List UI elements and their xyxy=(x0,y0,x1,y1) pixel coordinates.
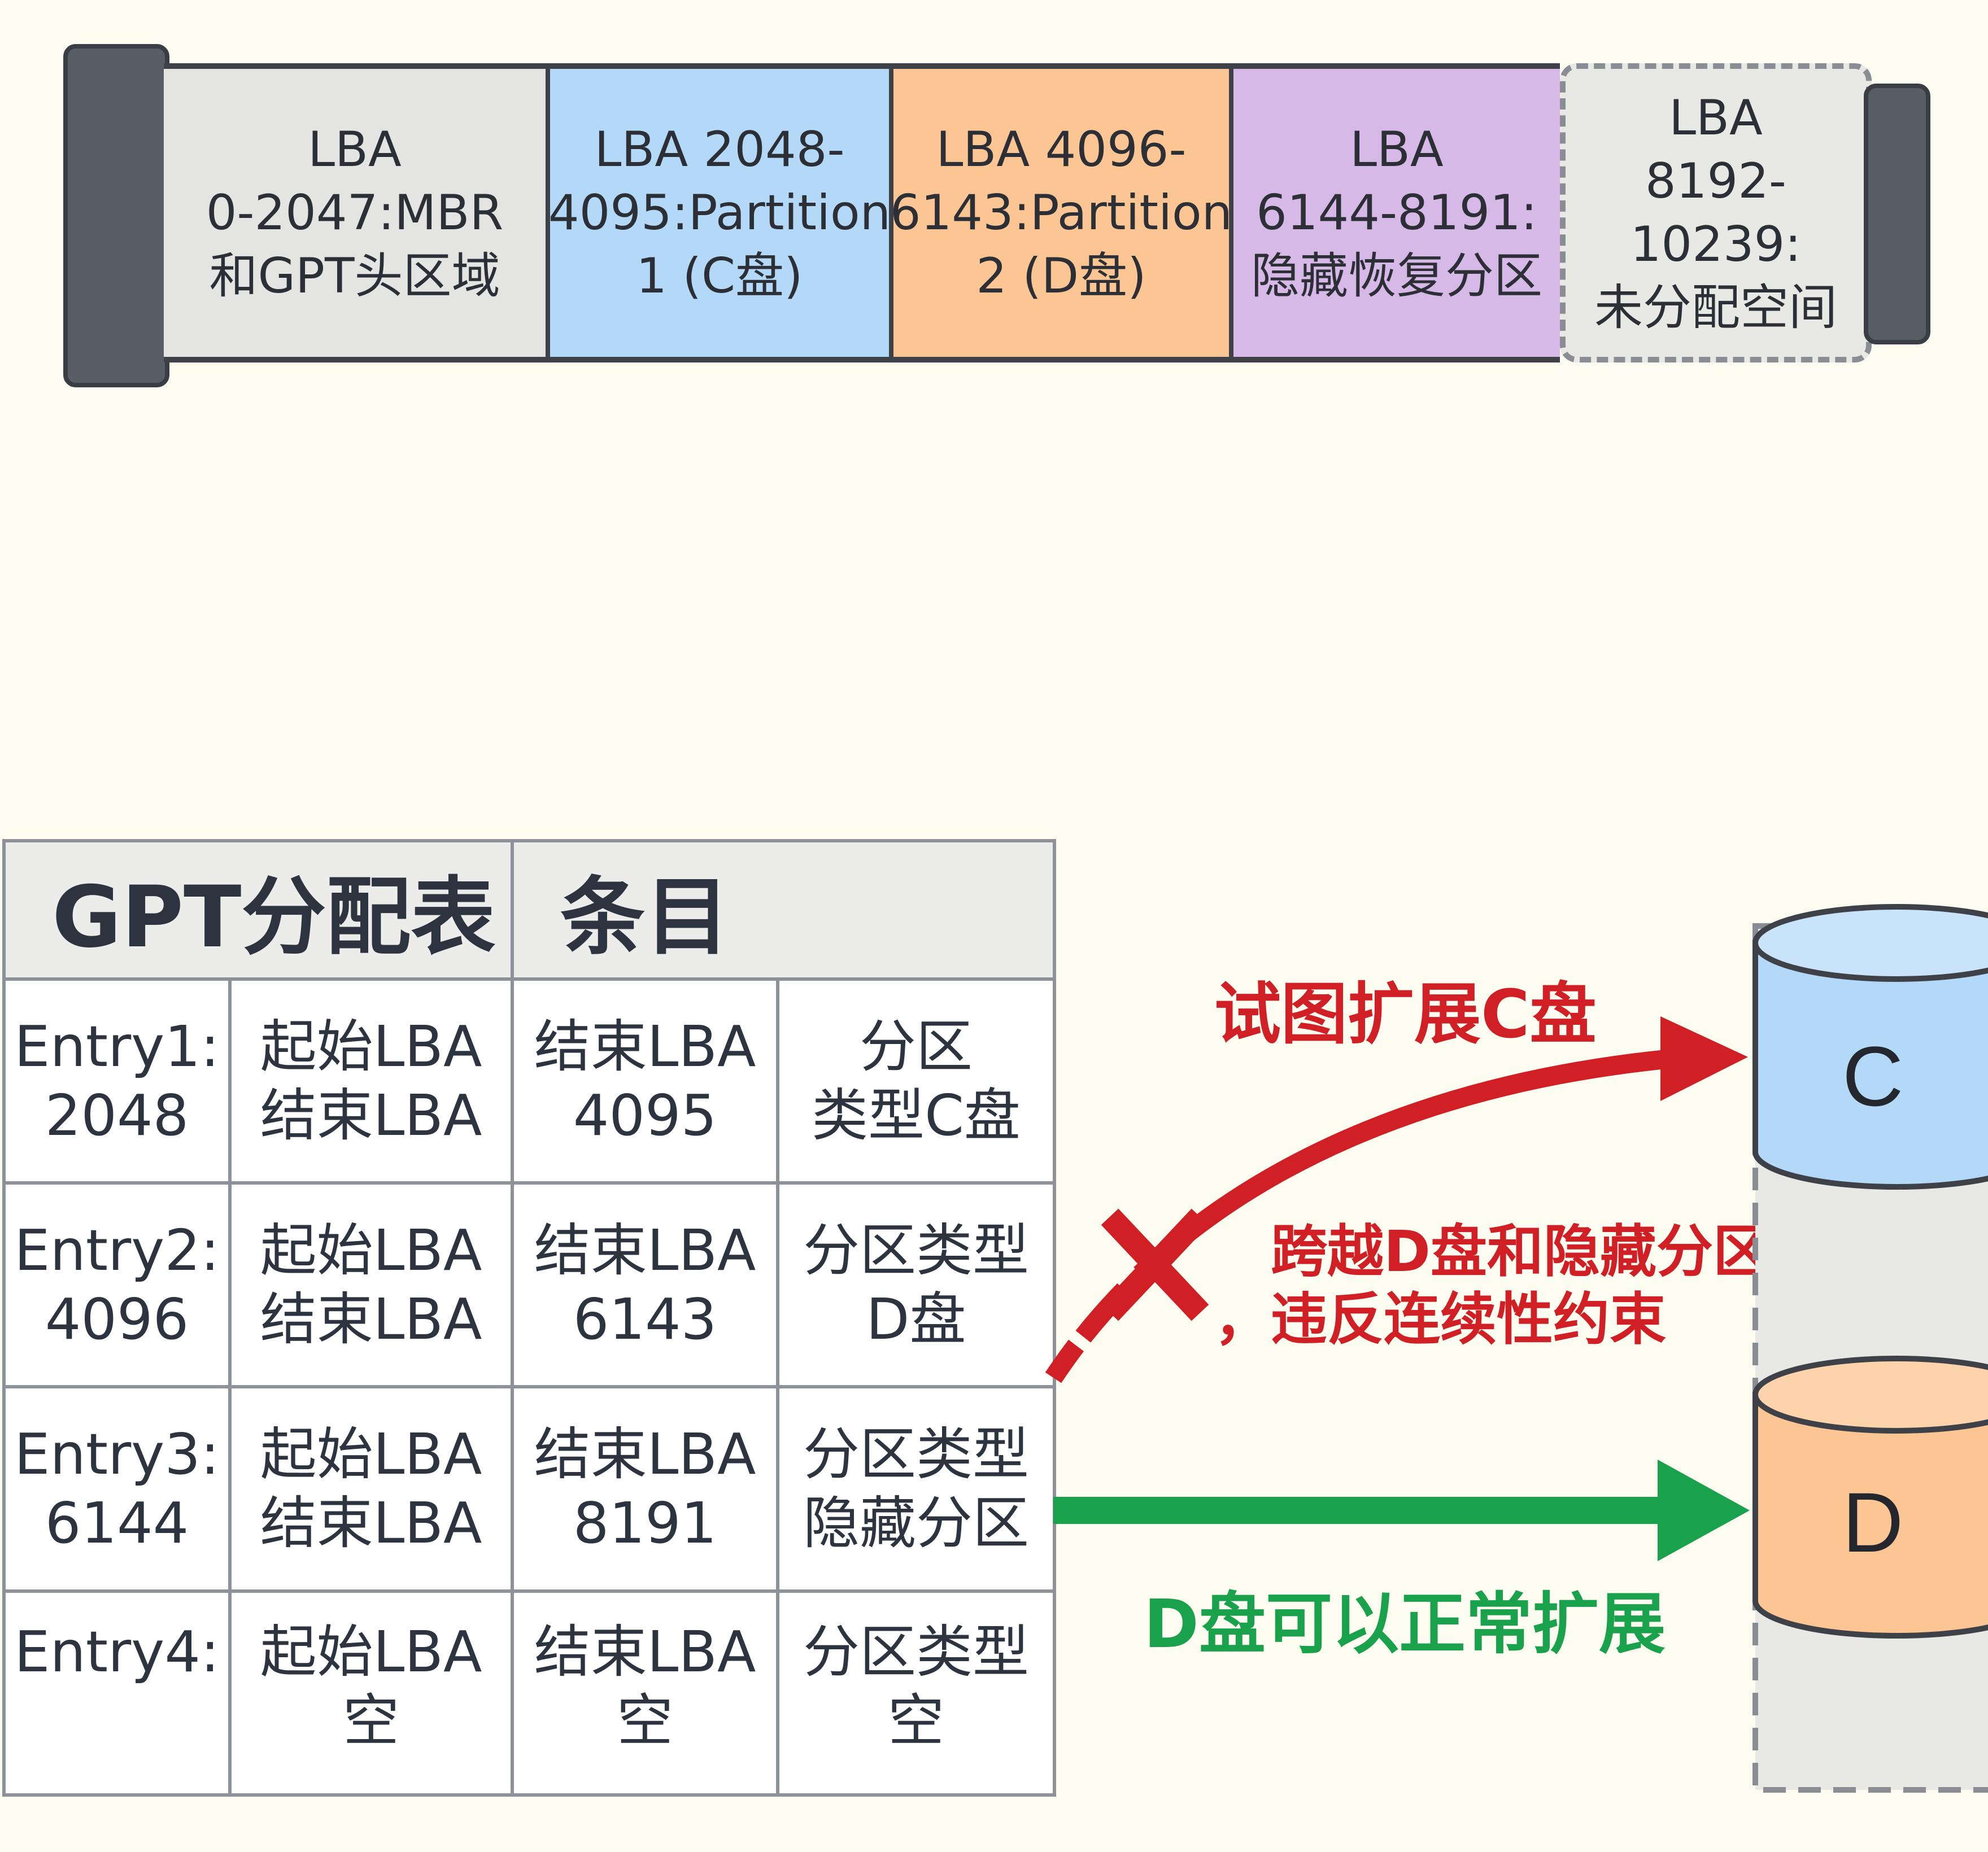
table-header-row: GPT分配表 条目 xyxy=(2,839,1057,981)
d-drive-label: D xyxy=(1842,1475,1904,1570)
table-cell: Entry3: 6144 xyxy=(2,1385,232,1593)
disk-bar-right-cap xyxy=(1864,84,1930,344)
table-row: Entry3: 6144 起始LBA 结束LBA 结束LBA 8191 分区类型… xyxy=(2,1385,1057,1593)
table-cell: 分区类型 空 xyxy=(776,1589,1057,1797)
table-cell: 结束LBA 8191 xyxy=(511,1385,780,1593)
label-cross-d-hidden: 跨越D盘和隐藏分区 xyxy=(1271,1218,1770,1285)
table-cell: 结束LBA 空 xyxy=(511,1589,780,1797)
table-row: Entry4: 起始LBA 空 结束LBA 空 分区类型 空 xyxy=(2,1589,1057,1797)
label-try-extend-c: 试图扩展C盘 xyxy=(1214,975,1597,1053)
label-d-can-extend: D盘可以正常扩展 xyxy=(1144,1585,1666,1663)
segment-unallocated: LBA 8192-10239: 未分配空间 xyxy=(1560,63,1872,362)
table-cell: 分区类型 D盘 xyxy=(776,1181,1057,1389)
disk-bar-left-cap xyxy=(63,44,169,387)
table-cell: 起始LBA 结束LBA xyxy=(228,1181,515,1389)
segment-partition-c: LBA 2048- 4095:Partition 1 (C盘) xyxy=(548,63,893,362)
table-cell: 分区 类型C盘 xyxy=(776,977,1057,1185)
segment-mbr-gpt-header: LBA 0-2047:MBR 和GPT头区域 xyxy=(164,63,550,362)
x-cross-icon xyxy=(1101,1208,1209,1321)
table-cell: 结束LBA 4095 xyxy=(511,977,780,1185)
table-header-gpt: GPT分配表 xyxy=(2,839,515,981)
table-cell: 起始LBA 结束LBA xyxy=(228,1385,515,1593)
table-row: Entry1: 2048 起始LBA 结束LBA 结束LBA 4095 分区 类… xyxy=(2,977,1057,1185)
disk-layout-bar: LBA 0-2047:MBR 和GPT头区域 LBA 2048- 4095:Pa… xyxy=(0,0,1988,407)
label-violate-contiguity: ，违反连续性约束 xyxy=(1214,1286,1666,1352)
table-header-entries: 条目 xyxy=(511,839,1057,981)
table-cell: 结束LBA 6143 xyxy=(511,1181,780,1389)
red-arrow-head xyxy=(1660,1016,1748,1101)
gpt-partition-table: GPT分配表 条目 Entry1: 2048 起始LBA 结束LBA 结束LBA… xyxy=(2,839,1057,1797)
c-drive-label: C xyxy=(1842,1029,1904,1124)
table-cell: 起始LBA 结束LBA xyxy=(228,977,515,1185)
table-cell: Entry4: xyxy=(2,1589,232,1797)
segment-partition-d: LBA 4096- 6143:Partition 2 (D盘) xyxy=(890,63,1233,362)
segment-hidden-recovery: LBA 6144-8191: 隐藏恢复分区 xyxy=(1233,63,1560,362)
table-cell: Entry1: 2048 xyxy=(2,977,232,1185)
green-arrow-head xyxy=(1658,1460,1750,1561)
table-cell: Entry2: 4096 xyxy=(2,1181,232,1389)
table-row: Entry2: 4096 起始LBA 结束LBA 结束LBA 6143 分区类型… xyxy=(2,1181,1057,1389)
table-cell: 分区类型 隐藏分区 xyxy=(776,1385,1057,1593)
table-cell: 起始LBA 空 xyxy=(228,1589,515,1797)
